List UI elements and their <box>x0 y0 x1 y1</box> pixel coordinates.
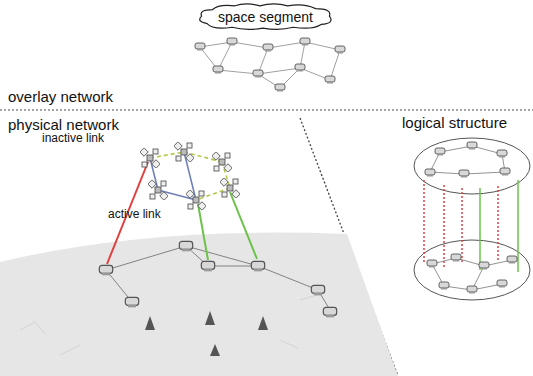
logical-graph <box>430 146 512 290</box>
cloud-node: space segment <box>196 3 335 31</box>
ground-links <box>106 246 330 310</box>
overlay-graph <box>200 42 340 88</box>
node-text: space segment <box>196 9 335 25</box>
text-label: physical network <box>8 116 119 133</box>
ground-stations <box>99 241 336 317</box>
overlay-devices <box>195 38 345 92</box>
layer-separator <box>0 109 533 111</box>
map-detail <box>20 294 320 355</box>
physical-plane <box>414 240 530 300</box>
overlay-plane <box>414 138 530 194</box>
satellites <box>140 142 240 210</box>
earth-surface <box>0 233 398 376</box>
active-link-line <box>198 204 208 260</box>
logical-devices <box>425 142 517 294</box>
text-label: active link <box>108 207 161 221</box>
text-label: inactive link <box>42 131 104 145</box>
active-link-line <box>230 192 257 259</box>
antenna-icons <box>145 311 268 356</box>
text-label: overlay network <box>8 88 113 105</box>
vertical-mappings <box>424 180 518 272</box>
text-label: logical structure <box>402 114 507 131</box>
